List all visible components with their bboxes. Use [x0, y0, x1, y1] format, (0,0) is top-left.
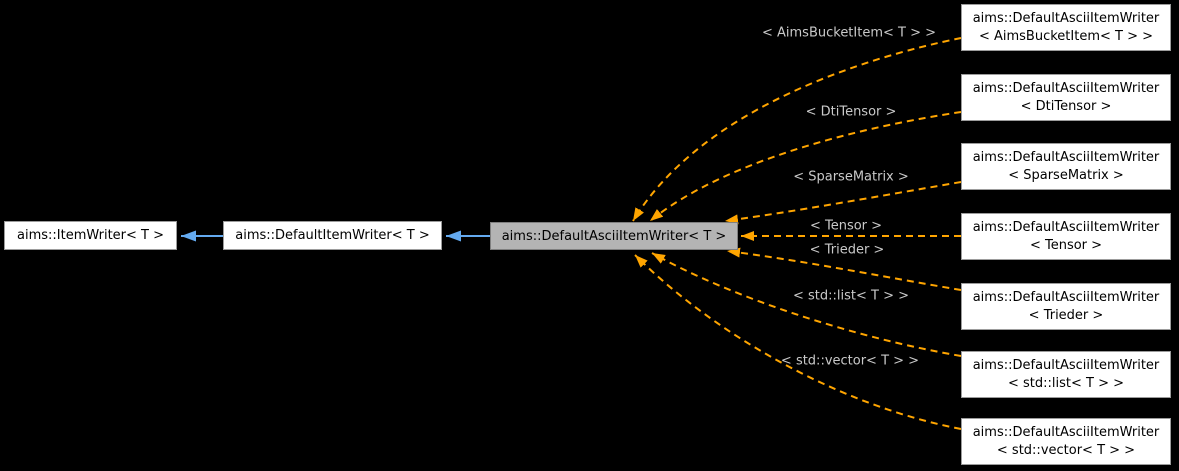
node-instantiation-sparsematrix[interactable]: aims::DefaultAsciiItemWriter < SparseMat… [961, 143, 1171, 190]
node-label-line1: aims::DefaultAsciiItemWriter [972, 424, 1160, 440]
node-label-line1: aims::DefaultAsciiItemWriter [972, 219, 1160, 235]
node-instantiation-aimsbucketitem[interactable]: aims::DefaultAsciiItemWriter < AimsBucke… [961, 4, 1171, 51]
template-arrow-std-vector [634, 254, 962, 430]
edge-label-trieder: < Trieder > [809, 242, 885, 258]
node-label-line2: < std::list< T > > [1007, 375, 1125, 391]
node-label-line1: aims::DefaultAsciiItemWriter [972, 80, 1160, 96]
node-instantiation-std-vector[interactable]: aims::DefaultAsciiItemWriter < std::vect… [961, 418, 1171, 465]
node-instantiation-tensor[interactable]: aims::DefaultAsciiItemWriter < Tensor > [961, 213, 1171, 260]
node-label-line2: < SparseMatrix > [1008, 167, 1124, 183]
node-label-line2: < AimsBucketItem< T > > [978, 28, 1154, 44]
node-instantiation-dtitensor[interactable]: aims::DefaultAsciiItemWriter < DtiTensor… [961, 74, 1171, 121]
node-label-line1: aims::DefaultAsciiItemWriter [972, 357, 1160, 373]
template-arrow-std-list [651, 252, 962, 357]
node-defaultitemwriter[interactable]: aims::DefaultItemWriter< T > [223, 221, 442, 250]
node-label-line1: aims::DefaultAsciiItemWriter [972, 10, 1160, 26]
edge-label-dtitensor: < DtiTensor > [805, 104, 897, 120]
node-defaultasciiitemwriter[interactable]: aims::DefaultAsciiItemWriter< T > [490, 222, 738, 250]
node-defaultasciiitemwriter-label: aims::DefaultAsciiItemWriter< T > [501, 228, 727, 244]
node-label-line1: aims::DefaultAsciiItemWriter [972, 289, 1160, 305]
edge-label-std-list: < std::list< T > > [792, 288, 910, 304]
node-defaultitemwriter-label: aims::DefaultItemWriter< T > [235, 228, 430, 243]
node-label-line1: aims::DefaultAsciiItemWriter [972, 149, 1160, 165]
node-label-line2: < DtiTensor > [1020, 98, 1112, 114]
node-instantiation-trieder[interactable]: aims::DefaultAsciiItemWriter < Trieder > [961, 283, 1171, 330]
template-arrow-trieder [726, 247, 962, 291]
edge-label-aimsbucketitem: < AimsBucketItem< T > > [761, 25, 937, 41]
node-label-line2: < Tensor > [1029, 237, 1103, 253]
template-arrow-sparsematrix [724, 181, 962, 225]
node-itemwriter[interactable]: aims::ItemWriter< T > [4, 221, 177, 250]
template-arrow-dtitensor [649, 111, 962, 222]
edge-label-sparsematrix: < SparseMatrix > [793, 169, 909, 185]
node-itemwriter-label: aims::ItemWriter< T > [16, 228, 165, 243]
edge-label-tensor: < Tensor > [809, 218, 883, 234]
edge-label-std-vector: < std::vector< T > > [780, 353, 920, 369]
node-label-line2: < std::vector< T > > [996, 442, 1136, 458]
node-label-line2: < Trieder > [1028, 307, 1104, 323]
node-instantiation-std-list[interactable]: aims::DefaultAsciiItemWriter < std::list… [961, 351, 1171, 398]
template-arrow-aimsbucketitem [632, 37, 962, 222]
